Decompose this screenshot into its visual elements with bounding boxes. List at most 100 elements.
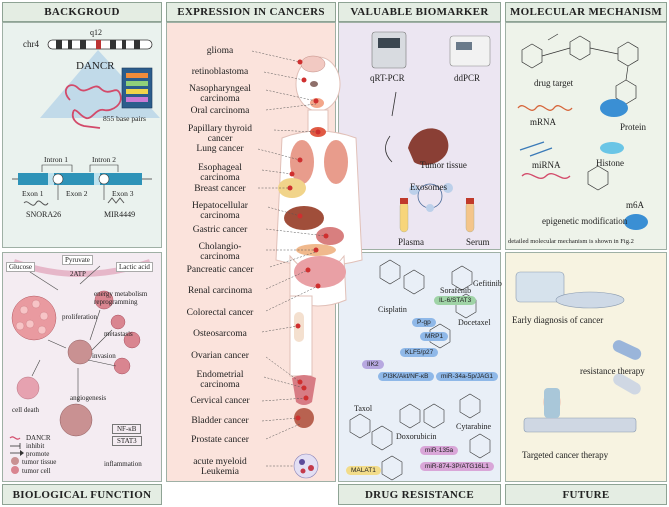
chr-label: chr4 bbox=[23, 39, 39, 49]
serum-tube-icon bbox=[465, 201, 475, 233]
atp-label: 2ATP bbox=[70, 270, 86, 278]
liver-icon bbox=[284, 206, 324, 230]
cancer-label: Osteosarcoma bbox=[193, 329, 247, 339]
mechanism-panel bbox=[505, 22, 667, 250]
cancer-label: Gastric cancer bbox=[192, 225, 248, 235]
cancer-label: Colorectal cancer bbox=[186, 308, 254, 318]
snora26-icon bbox=[23, 200, 49, 206]
drug-target-molecule-icon bbox=[521, 33, 639, 105]
mir874-pill: miR-874-3P/ATG16L1 bbox=[420, 462, 494, 471]
header-future: FUTURE bbox=[505, 484, 667, 505]
prolif-label: proliferation bbox=[62, 313, 97, 321]
mrna-label: mRNA bbox=[530, 117, 557, 127]
cancer-label: Prostate cancer bbox=[191, 435, 249, 445]
header-background: BACKGROUD bbox=[2, 2, 162, 22]
il6-stat3-pill: IL-6/STAT3 bbox=[434, 296, 477, 305]
gene-label: DANCR bbox=[76, 60, 115, 72]
cancer-label: Breast cancer bbox=[194, 184, 246, 194]
epigenetic-rna-icon bbox=[521, 173, 571, 179]
drug-target-label: drug target bbox=[534, 78, 574, 88]
exon3-label: Exon 3 bbox=[112, 189, 134, 198]
histone-icon bbox=[600, 142, 624, 154]
legend-inhibit-label: inhibit bbox=[26, 442, 45, 450]
cancer-label: glioma bbox=[206, 46, 234, 56]
nfkb-label: NF-κB bbox=[112, 424, 142, 434]
pi3k-pill: PI3K/Akt/NF-κB bbox=[378, 372, 434, 381]
resistance-therapy-label: resistance therapy bbox=[580, 366, 645, 376]
bladder-icon bbox=[294, 408, 314, 428]
tumor-tissue-icon bbox=[67, 339, 93, 365]
invasion-label: invasion bbox=[92, 352, 116, 360]
snora26-label: SNORA26 bbox=[26, 210, 62, 219]
exon1-label: Exon 1 bbox=[22, 189, 44, 198]
ct-scanner-icon bbox=[515, 271, 565, 303]
qrt-pcr-machine-icon bbox=[371, 31, 407, 69]
cancer-label: Esophageal carcinoma bbox=[198, 163, 242, 183]
dead-cell-icon bbox=[16, 376, 40, 400]
docetaxel-label: Docetaxel bbox=[458, 318, 491, 327]
death-label: cell death bbox=[12, 406, 40, 414]
mirna-icon bbox=[519, 141, 553, 157]
header-biomarker: VALUABLE BIOMARKER bbox=[338, 2, 501, 22]
stat3-label: STAT3 bbox=[112, 436, 142, 446]
cancer-label: Ovarian cancer bbox=[191, 351, 249, 361]
serum-label: Serum bbox=[466, 237, 490, 247]
ik2-pill: IIK2 bbox=[362, 360, 384, 369]
background-panel bbox=[2, 22, 162, 248]
mir4449-label: MIR4449 bbox=[104, 210, 136, 219]
mrna-icon bbox=[517, 105, 573, 111]
header-bio-function: BIOLOGICAL FUNCTION bbox=[2, 484, 162, 505]
taxol-label: Taxol bbox=[354, 404, 373, 413]
intron2-label: Intron 2 bbox=[92, 155, 116, 164]
blood-cells-icon bbox=[293, 453, 319, 479]
plasma-tube-icon bbox=[399, 201, 409, 233]
protein-icon bbox=[600, 99, 628, 117]
epigenetic-label: epigenetic modification bbox=[542, 216, 628, 226]
cancer-label: Oral carcinoma bbox=[190, 106, 250, 116]
klf5-pill: KLF5/p27 bbox=[400, 348, 439, 357]
header-expression: EXPRESSION IN CANCERS bbox=[166, 2, 336, 22]
sorafenib-label: Sorafenib bbox=[440, 286, 472, 295]
cancer-label: Bladder cancer bbox=[191, 416, 249, 426]
tumor-tissue-icon-2 bbox=[408, 128, 449, 166]
band-label: q12 bbox=[90, 28, 102, 37]
drug-molecules-icon bbox=[349, 259, 491, 481]
cancer-label: Renal carcinoma bbox=[187, 286, 253, 296]
chromosome-icon bbox=[47, 39, 153, 50]
metastasis-label: metastasis bbox=[104, 330, 133, 338]
legend-tumor-tissue-label: tumor tissue bbox=[22, 458, 57, 466]
leader-lines bbox=[251, 50, 327, 467]
cancer-label: Cervical cancer bbox=[190, 396, 250, 406]
gene-structure-shape bbox=[18, 173, 142, 185]
cancer-label: Cholangio- carcinoma bbox=[198, 242, 242, 262]
plasma-label: Plasma bbox=[398, 237, 424, 247]
cancer-label: acute myeloid Leukemia bbox=[193, 457, 247, 477]
stomach-icon bbox=[316, 227, 344, 245]
cancer-label: Hepatocellular carcinoma bbox=[192, 201, 248, 221]
cancer-label: Endometrial carcinoma bbox=[196, 370, 244, 390]
legend-promote-label: promote bbox=[26, 450, 50, 458]
cytarabine-label: Cytarabine bbox=[456, 422, 492, 431]
histone-label: Histone bbox=[596, 158, 624, 168]
lactic-label: Lactic acid bbox=[116, 262, 153, 272]
exosomes-label: Exosomes bbox=[410, 182, 447, 192]
mir135a-pill: miR-135a bbox=[420, 446, 459, 455]
gefitinib-label: Gefitinib bbox=[473, 279, 502, 288]
lung-icon bbox=[290, 140, 314, 184]
pyruvate-label: Pyruvate bbox=[62, 255, 93, 265]
cancer-label: Nasopharyngeal carcinoma bbox=[189, 84, 251, 104]
glucose-label: Glucose bbox=[6, 262, 35, 272]
cancer-label: Lung cancer bbox=[196, 144, 244, 154]
brain-icon bbox=[300, 55, 326, 73]
ddpcr-label: ddPCR bbox=[454, 73, 481, 83]
exon2-label: Exon 2 bbox=[66, 189, 88, 198]
intron1-label: Intron 1 bbox=[44, 155, 68, 164]
targeted-therapy-label: Targeted cancer therapy bbox=[522, 450, 609, 460]
energy-label: energy metabolism reprogramming bbox=[94, 290, 148, 306]
bases-label: 855 base pairs bbox=[103, 114, 146, 123]
cisplatin-label: Cisplatin bbox=[378, 305, 407, 314]
cancer-label: Papillary thyroid cancer bbox=[187, 124, 253, 144]
hospital-bed-icon bbox=[523, 417, 637, 433]
capsule-icon bbox=[612, 340, 642, 360]
